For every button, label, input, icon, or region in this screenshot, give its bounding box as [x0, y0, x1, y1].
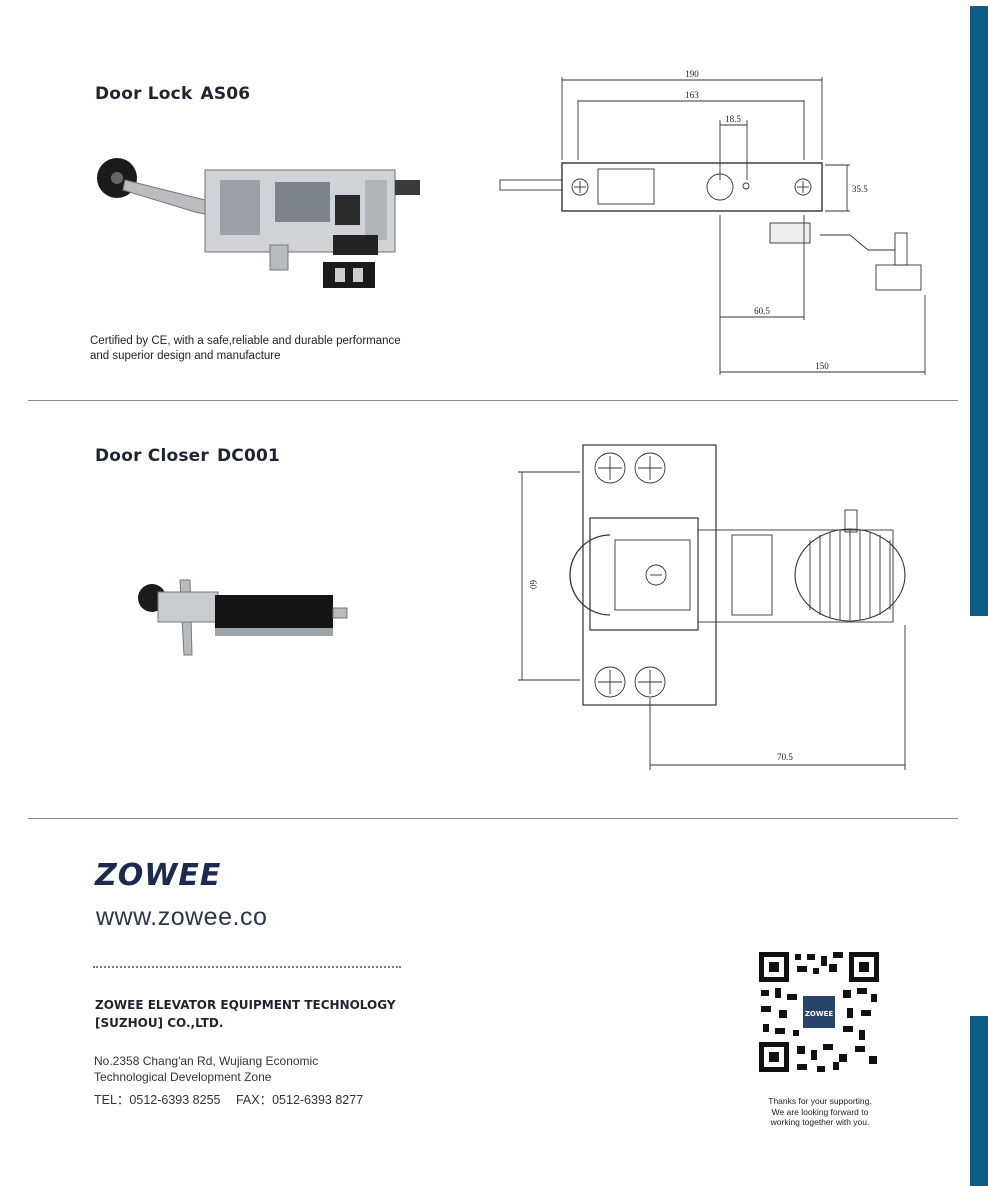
qr-caption: Thanks for your supporting. We are looki… [745, 1096, 895, 1128]
door-lock-code: AS06 [200, 84, 251, 104]
door-closer-technical-drawing: 60 70.5 [518, 444, 906, 770]
company-address: No.2358 Chang'an Rd, Wujiang Economic Te… [94, 1053, 318, 1085]
door-closer-code: DC001 [217, 446, 281, 466]
dim-163: 163 [685, 90, 699, 100]
website-url[interactable]: www.zowee.co [96, 903, 268, 931]
door-closer-title: Door Closer DC001 [95, 446, 280, 466]
dim-190: 190 [685, 69, 699, 79]
qr-caption-line-3: working together with you. [770, 1117, 870, 1127]
address-line-1: No.2358 Chang'an Rd, Wujiang Economic [94, 1054, 319, 1068]
address-line-2: Technological Development Zone [94, 1070, 272, 1084]
accent-edge-bar-bottom [970, 1016, 988, 1186]
door-lock-title-text: Door Lock [95, 84, 193, 104]
door-closer-title-text: Door Closer [95, 446, 209, 466]
section-divider-1 [28, 400, 958, 401]
qr-caption-line-1: Thanks for your supporting. [768, 1096, 872, 1106]
dim-150: 150 [815, 361, 829, 371]
dim-60: 60 [528, 580, 538, 590]
qr-center-logo: ZOWEE [805, 1010, 834, 1018]
caption-line-2: and superior design and manufacture [90, 350, 281, 362]
door-lock-caption: Certified by CE, with a safe,reliable an… [90, 334, 401, 364]
fax-number: FAX：0512-6393 8277 [235, 1093, 364, 1107]
qr-code[interactable]: ZOWEE [757, 950, 881, 1074]
qr-caption-line-2: We are looking forward to [771, 1106, 869, 1117]
dim-35-5: 35.5 [852, 184, 868, 194]
zowee-logo: ZOWEE [95, 858, 222, 893]
door-lock-photo [97, 158, 420, 288]
contact-info: TEL：0512-6393 8255 FAX：0512-6393 8277 [94, 1089, 375, 1108]
dotted-separator [93, 966, 401, 968]
dim-18-5: 18.5 [725, 114, 741, 124]
company-name-line-2: [SUZHOU] CO.,LTD. [95, 1016, 224, 1030]
company-name-line-1: ZOWEE ELEVATOR EQUIPMENT TECHNOLOGY [95, 998, 396, 1012]
door-closer-photo [138, 579, 348, 656]
caption-line-1: Certified by CE, with a safe,reliable an… [90, 335, 401, 347]
dim-60-5: 60.5 [754, 306, 770, 316]
door-lock-technical-drawing: 190 163 18.5 35.5 60.5 150 [499, 69, 926, 375]
section-divider-2 [28, 818, 958, 819]
door-lock-title: Door Lock AS06 [95, 84, 250, 104]
dim-70-5: 70.5 [777, 752, 793, 762]
accent-edge-bar-top [970, 6, 988, 616]
company-name: ZOWEE ELEVATOR EQUIPMENT TECHNOLOGY [SUZ… [95, 996, 396, 1032]
tel-number: TEL：0512-6393 8255 [94, 1093, 221, 1107]
